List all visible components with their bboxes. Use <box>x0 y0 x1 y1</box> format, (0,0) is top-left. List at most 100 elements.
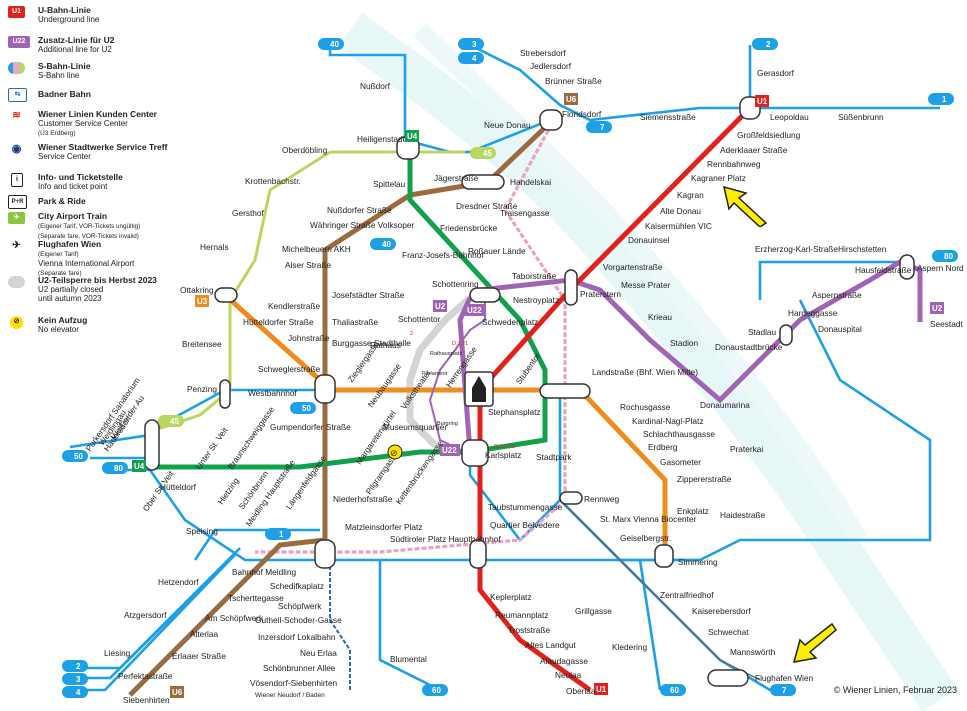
interchange-huetteldorf[interactable] <box>144 419 160 471</box>
station-kagran[interactable]: Kagran <box>677 190 704 200</box>
station-blumental[interactable]: Blumental <box>390 654 427 664</box>
interchange-rennweg[interactable] <box>559 491 583 505</box>
station-perfektastrasse[interactable]: Perfektastraße <box>118 671 173 681</box>
station-burggasse[interactable]: Burggasse Stadthalle <box>332 338 411 348</box>
station-krottenbachstr[interactable]: Krottenbachstr. <box>245 176 301 186</box>
station-parlament[interactable]: Parlament <box>422 371 448 377</box>
station-stadtpark[interactable]: Stadtpark <box>536 452 572 462</box>
station-troststrasse[interactable]: Troststraße <box>508 625 550 635</box>
interchange-karlsplatz[interactable] <box>461 439 489 467</box>
station-westbahnhof[interactable]: Westbahnhof <box>248 388 297 398</box>
station-vorgartenstrasse[interactable]: Vorgartenstraße <box>603 262 663 272</box>
station-aderklaaer-strasse[interactable]: Aderklaaer Straße <box>720 145 788 155</box>
station-kardinal-nagl-platz[interactable]: Kardinal-Nagl-Platz <box>632 416 703 426</box>
station-taubstummengasse[interactable]: Taubstummengasse <box>488 502 563 512</box>
station-museumsquartier[interactable]: Museumsquartier <box>383 422 447 432</box>
station-hernals[interactable]: Hernals <box>200 242 229 252</box>
station-hietzing[interactable]: Hietzing <box>215 476 241 507</box>
station-praterkai[interactable]: Praterkai <box>730 444 763 454</box>
station-messe-prater[interactable]: Messe Prater <box>621 280 671 290</box>
station-spittelau[interactable]: Spittelau <box>373 179 406 189</box>
station-donaumarina[interactable]: Donaumarina <box>700 400 750 410</box>
station-schwedenplatz[interactable]: Schwedenplatz <box>482 317 538 327</box>
interchange-penzing[interactable] <box>219 379 231 409</box>
station-am-schoepfwerk[interactable]: Am Schöpfwerk <box>205 613 264 623</box>
station-enkplatz[interactable]: Enkplatz <box>677 506 709 516</box>
station-penzing[interactable]: Penzing <box>187 384 217 394</box>
station-rathausplatz[interactable]: Rathausplatz <box>430 351 462 357</box>
station-geiselbergstr[interactable]: Geiselbergstr. <box>620 533 671 543</box>
station-siemensstrasse[interactable]: Siemensstraße <box>640 112 696 122</box>
station-bahnhof-meidling[interactable]: Bahnhof Meidling <box>232 567 297 577</box>
station-friedensbruecke[interactable]: Friedensbrücke <box>440 223 498 233</box>
station-floridsdorf[interactable]: Floridsdorf <box>562 109 602 119</box>
station-liesing[interactable]: Liesing <box>104 648 131 658</box>
station-haidestrasse[interactable]: Haidestraße <box>720 510 766 520</box>
interchange-stadlau[interactable] <box>779 324 793 346</box>
station-reumannplatz[interactable]: Reumannplatz <box>495 610 549 620</box>
station-st-marx[interactable]: St. Marx Vienna Biocenter <box>600 514 696 524</box>
station-neue-donau[interactable]: Neue Donau <box>484 120 531 130</box>
station-burgring[interactable]: Burgring <box>437 421 458 427</box>
station-schoenbrunner-allee[interactable]: Schönbrunner Allee <box>263 663 336 673</box>
station-donauinsel[interactable]: Donauinsel <box>628 235 670 245</box>
station-kagraner-platz[interactable]: Kagraner Platz <box>691 173 746 183</box>
station-aspern-nord[interactable]: Aspern Nord <box>917 263 964 273</box>
station-donaustadtbruecke[interactable]: Donaustadtbrücke <box>715 342 783 352</box>
station-voesendorf[interactable]: Vösendorf-Siebenhirten <box>250 678 338 688</box>
station-stadlau[interactable]: Stadlau <box>748 327 777 337</box>
interchange-meidling[interactable] <box>314 539 336 569</box>
station-altes-landgut[interactable]: Altes Landgut <box>525 640 576 650</box>
station-huetteldorfer-strasse[interactable]: Hütteldorfer Straße <box>243 317 314 327</box>
station-inzersdorf-lokalbahn[interactable]: Inzersdorf Lokalbahn <box>258 632 336 642</box>
station-alte-donau[interactable]: Alte Donau <box>660 206 701 216</box>
interchange-ottakring[interactable] <box>214 287 238 303</box>
station-huetteldorf[interactable]: Hütteldorf <box>160 482 197 492</box>
station-kendlerstrasse[interactable]: Kendlerstraße <box>268 301 320 311</box>
station-jedlersdorf[interactable]: Jedlersdorf <box>530 61 572 71</box>
station-schottentor[interactable]: Schottentor <box>398 314 441 324</box>
station-hardeggasse[interactable]: Hardeggasse <box>788 308 838 318</box>
station-grossfeldsiedlung[interactable]: Großfeldsiedlung <box>737 130 801 140</box>
station-dresdner-strasse[interactable]: Dresdner Straße <box>456 201 518 211</box>
station-schwechat[interactable]: Schwechat <box>708 627 749 637</box>
station-landstrasse[interactable]: Landstraße (Bhf. Wien Mitte) <box>592 367 698 377</box>
station-oberlaa[interactable]: Oberlaa <box>566 686 596 696</box>
station-neulaa[interactable]: Neulaa <box>555 670 582 680</box>
station-stadion[interactable]: Stadion <box>670 338 699 348</box>
station-erdberg[interactable]: Erdberg <box>648 442 678 452</box>
station-hirschstetten[interactable]: Hirschstetten <box>838 244 887 254</box>
station-hausfeldstrasse[interactable]: Hausfeldstraße <box>855 265 912 275</box>
interchange-hauptbahnhof[interactable] <box>469 539 487 569</box>
station-neubaugasse[interactable]: Neubaugasse <box>365 361 403 409</box>
station-bruenner-strasse[interactable]: Brünner Straße <box>545 76 602 86</box>
station-erlaaer-strasse[interactable]: Erlaaer Straße <box>172 651 226 661</box>
station-aspernstrasse[interactable]: Aspernstraße <box>812 290 862 300</box>
station-michelbeuern[interactable]: Michelbeuern AKH <box>282 244 351 254</box>
station-rennweg[interactable]: Rennweg <box>584 494 619 504</box>
interchange-schottenring[interactable] <box>469 287 501 303</box>
station-kaisermuehlen[interactable]: Kaisermühlen VIC <box>645 221 712 231</box>
interchange-simmering[interactable] <box>654 544 674 568</box>
station-alser-strasse[interactable]: Alser Straße <box>285 260 331 270</box>
station-seestadt[interactable]: Seestadt <box>930 319 963 329</box>
station-gasometer[interactable]: Gasometer <box>660 457 701 467</box>
station-erzherzog-karl-strasse[interactable]: Erzherzog-Karl-Straße <box>755 244 838 254</box>
interchange-landstrasse[interactable] <box>539 383 591 399</box>
station-alaudagasse[interactable]: Alaudagasse <box>540 656 588 666</box>
station-praterstern[interactable]: Praterstern <box>580 289 621 299</box>
station-braunschweiggasse[interactable]: Braunschweiggasse <box>225 404 276 471</box>
station-hauptbahnhof[interactable]: Südtiroler Platz Hauptbahnhof <box>390 534 501 544</box>
station-mannswoerth[interactable]: Mannswörth <box>730 647 776 657</box>
station-jaegerstrasse[interactable]: Jägerstraße <box>434 173 479 183</box>
station-schweglerstrasse[interactable]: Schweglerstraße <box>258 364 321 374</box>
station-stephansplatz[interactable]: Stephansplatz <box>488 407 541 417</box>
station-rennbahnweg[interactable]: Rennbahnweg <box>707 159 761 169</box>
station-gersthof[interactable]: Gersthof <box>232 208 265 218</box>
station-gerasdorf[interactable]: Gerasdorf <box>757 68 795 78</box>
station-hetzendorf[interactable]: Hetzendorf <box>158 577 199 587</box>
station-ottakring[interactable]: Ottakring <box>180 285 214 295</box>
station-karlsplatz[interactable]: Karlsplatz <box>485 450 521 460</box>
station-kaiserebersdorf[interactable]: Kaiserebersdorf <box>692 606 751 616</box>
interchange-westbahnhof[interactable] <box>314 374 336 404</box>
